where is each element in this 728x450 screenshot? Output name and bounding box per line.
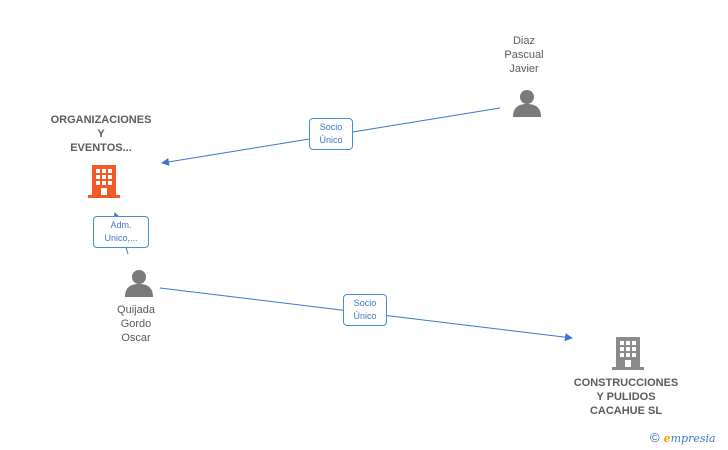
brand-e: e: [663, 432, 671, 445]
edge-label-diaz-org[interactable]: Socio Único: [309, 118, 353, 150]
brand-name: mpresia: [670, 432, 716, 445]
edge-label-quijada-org[interactable]: Adm. Unico,...: [93, 216, 149, 248]
edge-label-quijada-construcciones[interactable]: Socio Único: [343, 294, 387, 326]
node-label-quijada[interactable]: Quijada Gordo Oscar: [117, 304, 155, 344]
node-label-org[interactable]: ORGANIZACIONES Y EVENTOS...: [50, 114, 152, 154]
brand-logo: ©empresia: [650, 430, 716, 445]
building-icon[interactable]: [88, 164, 120, 198]
building-icon[interactable]: [612, 336, 644, 370]
copyright-icon: ©: [650, 430, 660, 445]
node-label-construcciones[interactable]: CONSTRUCCIONES Y PULIDOS CACAHUE SL: [573, 377, 679, 417]
person-icon[interactable]: [512, 88, 542, 118]
node-label-diaz[interactable]: Diaz Pascual Javier: [504, 35, 544, 75]
person-icon[interactable]: [124, 268, 154, 298]
